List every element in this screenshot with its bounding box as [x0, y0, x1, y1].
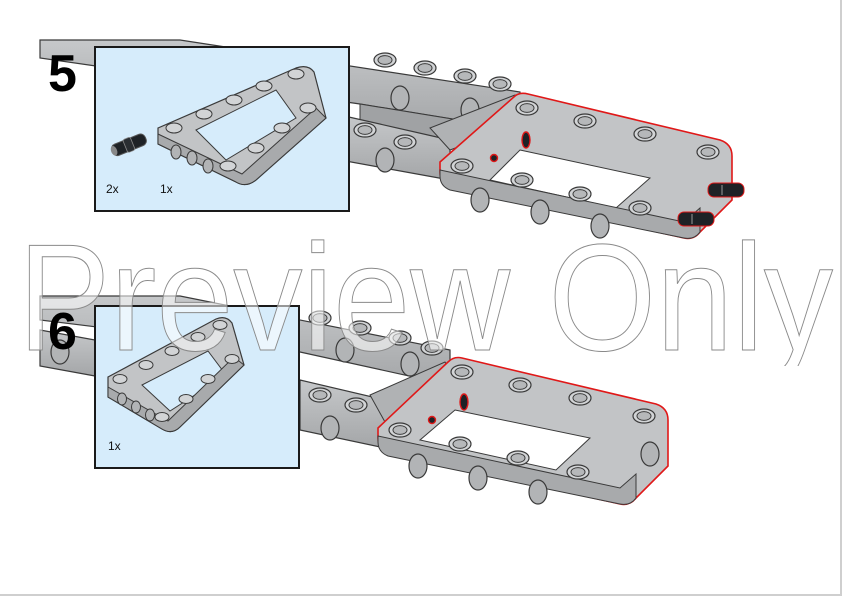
part-quantity: 1x — [160, 182, 173, 196]
technic-pin-connector-icon — [110, 133, 147, 157]
technic-frame-5x7-icon — [157, 66, 327, 186]
parts-callout: 1x — [94, 305, 300, 469]
technic-frame-5x7-icon — [107, 317, 245, 433]
step-number: 5 — [48, 45, 77, 103]
step5-new-frame — [439, 92, 745, 240]
part-quantity: 1x — [108, 439, 121, 453]
step5-assembly — [39, 39, 745, 240]
technic-pin-icon — [677, 182, 745, 227]
part-quantity: 2x — [106, 182, 119, 196]
parts-callout: 2x 1x — [94, 46, 350, 212]
step6-new-frame — [377, 356, 669, 506]
step-number: 6 — [48, 303, 77, 361]
